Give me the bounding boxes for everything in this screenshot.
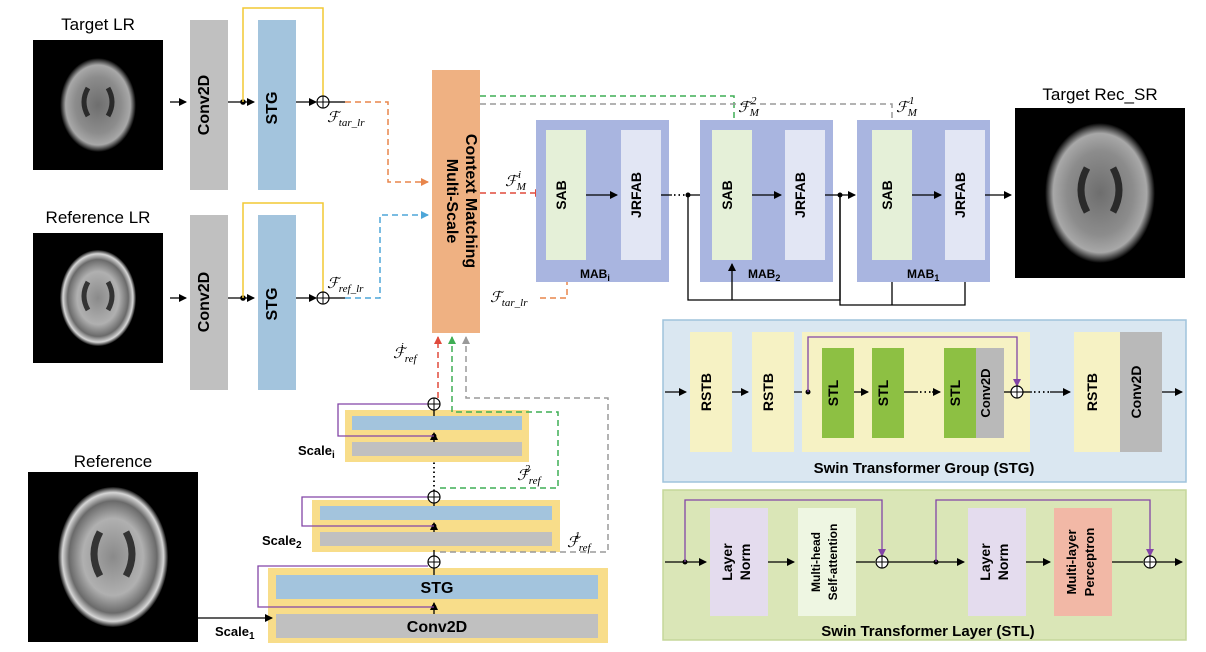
jrfab-1-label: JRFAB bbox=[952, 172, 968, 218]
reference-lr-branch: Conv2D STG bbox=[170, 202, 429, 390]
target-lr-image bbox=[33, 40, 163, 170]
reference-label: Reference bbox=[74, 452, 152, 471]
mha-block bbox=[798, 508, 856, 616]
mlp-block bbox=[1054, 508, 1112, 616]
jrfab-1-block bbox=[945, 130, 985, 260]
layer-norm-1-l1: Layer bbox=[719, 543, 735, 581]
ref-stg-label: STG bbox=[264, 288, 281, 321]
target-conv2d-label: Conv2D bbox=[196, 75, 213, 135]
layer-norm-1-l2: Norm bbox=[737, 544, 753, 581]
reference-pyramid: STG Conv2D Scale1 Scale2 bbox=[198, 397, 608, 643]
target-stg-label: STG bbox=[264, 92, 281, 125]
mscm-label-line1: Multi-Scale bbox=[443, 159, 460, 244]
rstb-1-block bbox=[690, 332, 732, 452]
layer-norm-2-block bbox=[968, 508, 1026, 616]
sab-2-label: SAB bbox=[719, 180, 735, 210]
sab-1-label: SAB bbox=[879, 180, 895, 210]
mlp-label-2: Perceptron bbox=[1082, 528, 1097, 597]
scale1-conv-label: Conv2D bbox=[407, 619, 467, 636]
stl-3-block bbox=[944, 348, 976, 438]
ref-conv2d-block bbox=[190, 215, 228, 390]
layer-norm-2-l1: Layer bbox=[977, 543, 993, 581]
jrfab-2-label: JRFAB bbox=[792, 172, 808, 218]
layer-norm-2-l2: Norm bbox=[995, 544, 1011, 581]
ref-stg-block bbox=[258, 215, 296, 390]
reference-image bbox=[28, 472, 198, 642]
mab-i-label: MABi bbox=[580, 267, 610, 283]
mab-2: SAB JRFAB MAB2 bbox=[700, 120, 833, 283]
sab-i-block bbox=[546, 130, 586, 260]
f-ref-1-label: ℱref1 bbox=[567, 530, 593, 554]
rstb-2-block bbox=[752, 332, 794, 452]
stl-1-block bbox=[822, 348, 854, 438]
mlp-label-1: Multi-layer bbox=[1064, 529, 1079, 594]
rstb-2-label: RSTB bbox=[760, 373, 776, 411]
scale1-stg-block bbox=[276, 575, 598, 599]
stg-final-conv-label: Conv2D bbox=[1128, 366, 1144, 419]
target-branch: Conv2D STG bbox=[170, 7, 429, 190]
mha-label-2: Self-attention bbox=[826, 524, 840, 601]
scale1-stg-label: STG bbox=[421, 580, 454, 597]
rstb-3-block bbox=[1074, 332, 1120, 452]
scalei-label: Scalei bbox=[298, 443, 335, 461]
layer-norm-1-block bbox=[710, 508, 768, 616]
mha-label-1: Multi-head bbox=[809, 532, 823, 592]
rstb-3-label: RSTB bbox=[1084, 373, 1100, 411]
scale1-label: Scale1 bbox=[215, 624, 255, 642]
f-m-2-label: ℱM2 bbox=[738, 95, 760, 119]
target-conv2d-block bbox=[190, 20, 228, 190]
reference-lr-image bbox=[33, 233, 163, 363]
jrfab-i-block bbox=[621, 130, 661, 260]
mab-1-label: MAB1 bbox=[907, 267, 939, 283]
scale1-conv-block bbox=[276, 614, 598, 638]
jrfab-i-label: JRFAB bbox=[628, 172, 644, 218]
stl-1-label: STL bbox=[825, 379, 841, 406]
stl-panel: Layer Norm Multi-head Self-attention Lay… bbox=[662, 489, 1187, 641]
f-ref-lr-label: ℱref_lr bbox=[327, 276, 364, 295]
mscm-label-line2: Context Matching bbox=[462, 134, 479, 268]
stg-panel-title: Swin Transformer Group (STG) bbox=[814, 460, 1035, 477]
f-m-1-label: ℱM1 bbox=[896, 95, 918, 119]
target-rec-label: Target Rec_SR bbox=[1042, 85, 1157, 104]
sab-1-block bbox=[872, 130, 912, 260]
stg-inner-conv-label: Conv2D bbox=[978, 368, 993, 417]
jrfab-2-block bbox=[785, 130, 825, 260]
target-lr-label: Target LR bbox=[61, 15, 135, 34]
mab-i: SAB JRFAB MABi bbox=[536, 120, 669, 283]
sab-i-label: SAB bbox=[553, 180, 569, 210]
stl-panel-title: Swin Transformer Layer (STL) bbox=[821, 623, 1034, 640]
stg-inner-conv-block bbox=[976, 348, 1004, 438]
stl-3-label: STL bbox=[947, 379, 963, 406]
rstb-1-label: RSTB bbox=[698, 373, 714, 411]
target-rec-image bbox=[1015, 108, 1185, 278]
f-tar-lr-label-2: ℱtar_lr bbox=[490, 290, 528, 309]
f-m-i-label: ℱMi bbox=[505, 169, 527, 193]
mab-2-label: MAB2 bbox=[748, 267, 780, 283]
stl-2-block bbox=[872, 348, 904, 438]
context-matching-block: Multi-Scale Context Matching bbox=[432, 70, 480, 333]
stl-2-label: STL bbox=[875, 379, 891, 406]
stg-final-conv-block bbox=[1120, 332, 1162, 452]
mab-1: SAB JRFAB MAB1 bbox=[857, 120, 990, 283]
stg-panel: RSTB RSTB STL STL STL Conv2D RSTB Conv2D… bbox=[662, 319, 1187, 483]
target-stg-block bbox=[258, 20, 296, 190]
f-ref-2-label: ℱref2 bbox=[517, 463, 543, 487]
f-ref-i-label: ℱrefi bbox=[393, 341, 419, 365]
reference-lr-label: Reference LR bbox=[46, 208, 151, 227]
f-tar-lr-label: ℱtar_lr bbox=[327, 110, 365, 129]
ref-conv2d-label: Conv2D bbox=[196, 272, 213, 332]
sab-2-block bbox=[712, 130, 752, 260]
scale2-label: Scale2 bbox=[262, 533, 302, 551]
